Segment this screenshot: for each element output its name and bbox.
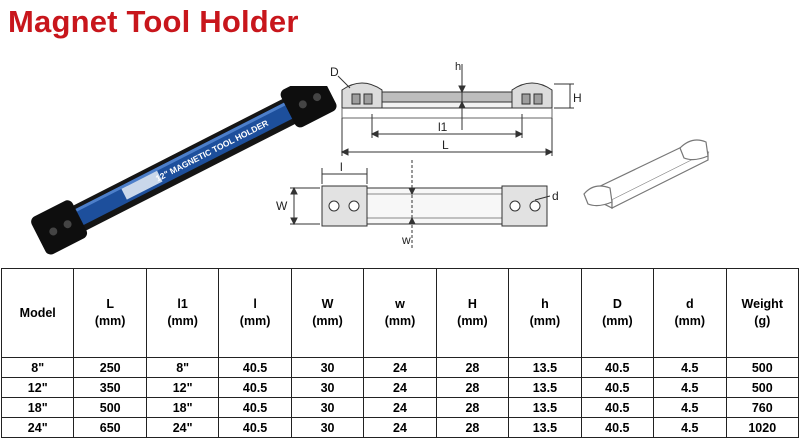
column-header: L (mm) [73,268,147,358]
table-cell: 24" [145,417,220,438]
table-cell: 1020 [725,417,800,438]
product-photo: 12" MAGNETIC TOOL HOLDER [31,86,337,255]
table-cell: 18" [145,397,220,418]
table-cell: 500 [73,397,147,418]
column-header-name: Weight [741,297,783,311]
table-cell: 12" [0,377,75,398]
dim-label-l: l [340,160,343,174]
column-header-unit: (mm) [384,314,416,328]
column-header-unit: (mm) [239,314,271,328]
table-cell: 28 [435,377,510,398]
column-header-name: d [685,297,694,311]
table-cell: 18" [0,397,75,418]
table-cell: 500 [725,377,800,398]
table-cell: 28 [435,397,510,418]
table-cell: 13.5 [508,397,582,418]
column-header-unit: (mm) [457,314,488,328]
column-header-name: L [106,297,114,311]
table-cell: 28 [435,357,510,378]
column-header-unit: (mm) [312,314,343,328]
table-cell: 4.5 [653,397,727,418]
dim-label-d: d [552,189,559,203]
front-view-drawing: D h H l1 L [330,61,582,156]
column-header: Model [0,268,75,358]
table-cell: 24 [363,397,437,418]
column-header: h (mm) [508,268,582,358]
column-header-unit: (mm) [529,314,561,328]
table-header-row: Model L (mm) l1 (mm) l (mm) W (mm) w (mm) H (mm) h (mm… [0,268,800,358]
table-cell: 40.5 [580,417,655,438]
table-cell: 30 [290,417,365,438]
page-title: Magnet Tool Holder [8,4,299,39]
column-header-name: w [395,297,405,311]
column-header-name: l [253,297,257,311]
table-cell: 760 [725,397,800,418]
table-cell: 4.5 [653,377,727,398]
column-header-name: H [467,297,477,311]
table-cell: 350 [73,377,147,398]
table-cell: 40.5 [580,377,655,398]
table-cell: 8" [0,357,75,378]
table-cell: 24 [363,417,437,438]
table-cell: 40.5 [218,397,292,418]
column-header: D (mm) [580,268,655,358]
table-cell: 4.5 [653,417,727,438]
column-header-name: D [612,297,622,311]
table-cell: 24 [363,377,437,398]
table-cell: 30 [290,397,365,418]
table-cell: 13.5 [508,417,582,438]
column-header-unit: (mm) [602,314,633,328]
table-cell: 30 [290,357,365,378]
column-header-unit: (mm) [167,314,198,328]
table-cell: 28 [435,417,510,438]
product-label: 12" MAGNETIC TOOL HOLDER [154,118,270,184]
table-cell: 12" [145,377,220,398]
column-header: l1 (mm) [145,268,220,358]
column-header-name: Model [19,305,56,320]
table-cell: 500 [725,357,800,378]
column-header: l (mm) [218,268,292,358]
table-cell: 40.5 [218,357,292,378]
dim-label-W: W [276,199,288,213]
column-header-unit: (mm) [94,314,126,328]
column-header: W (mm) [290,268,365,358]
table-cell: 8" [145,357,220,378]
table-cell: 40.5 [580,357,655,378]
dim-label-D: D [330,65,339,79]
column-header: H (mm) [435,268,510,358]
column-header: w (mm) [363,268,437,358]
column-header-unit: (g) [754,314,771,328]
table-cell: 40.5 [218,377,292,398]
column-header: d (mm) [653,268,727,358]
dim-label-w: w [401,233,411,247]
dim-label-L: L [442,138,449,152]
dim-label-H: H [573,91,582,105]
table-cell: 13.5 [508,377,582,398]
column-header-name: l1 [177,297,188,311]
table-cell: 650 [73,417,147,438]
column-header: Weight (g) [725,268,800,358]
table-cell: 13.5 [508,357,582,378]
isometric-drawing [583,139,710,209]
table-cell: 4.5 [653,357,727,378]
dim-label-h: h [455,61,461,73]
table-cell: 30 [290,377,365,398]
column-header-unit: (mm) [674,314,706,328]
table-cell: 250 [73,357,147,378]
table-cell: 24 [363,357,437,378]
column-header-name: h [541,297,549,311]
table-cell: 24" [0,417,75,438]
spec-table: Model L (mm) l1 (mm) l (mm) W (mm) w (mm) H (mm) h (mm… [0,268,800,438]
column-header-name: W [321,297,334,311]
table-cell: 40.5 [218,417,292,438]
top-view-drawing: l W w d [276,160,559,248]
dim-label-l1: l1 [438,120,448,134]
table-cell: 40.5 [580,397,655,418]
